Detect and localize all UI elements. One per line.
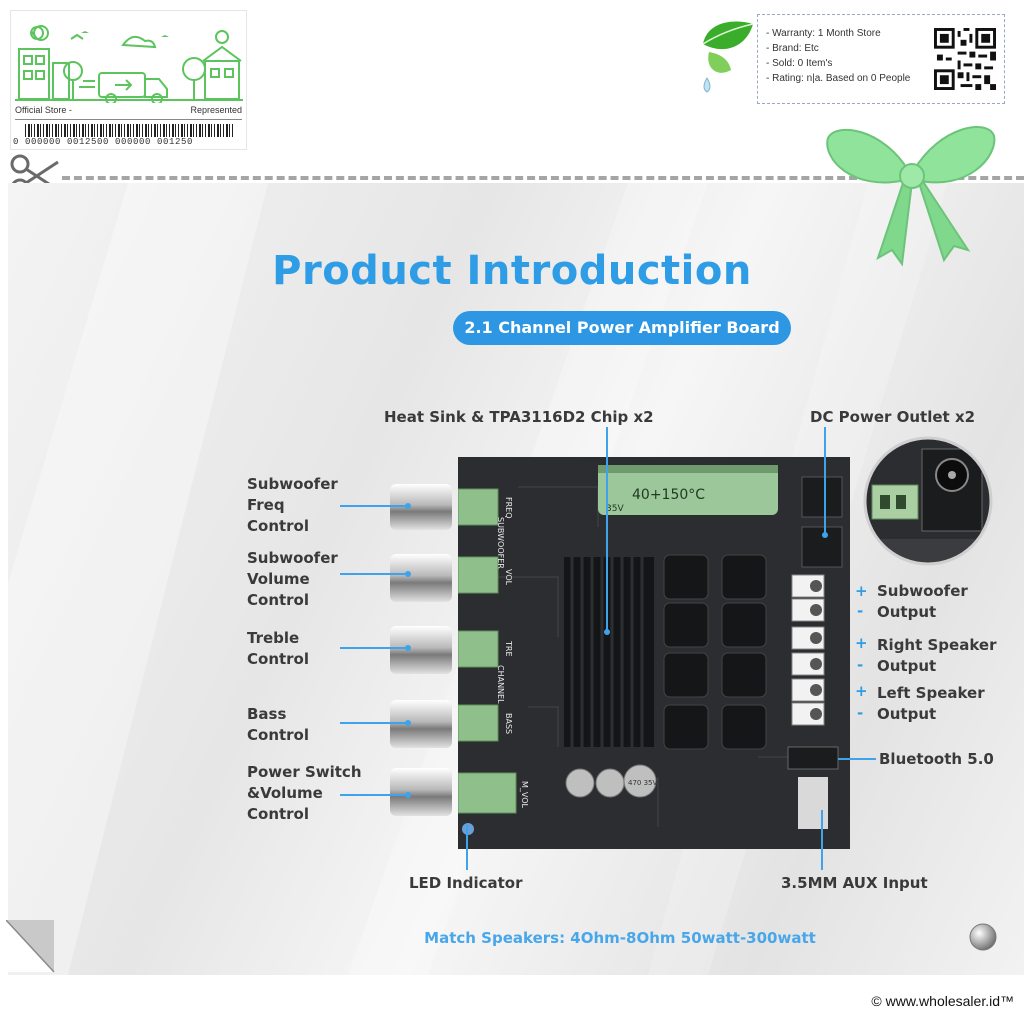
sub-volume-knob[interactable] — [390, 554, 452, 602]
right-out-line-1: Right Speaker — [877, 636, 997, 654]
sub-volume-label: Subwoofer Volume Control — [247, 548, 338, 611]
store-card: Official Store - Represented 0 000000 00… — [10, 10, 247, 150]
page-curl-icon — [6, 920, 55, 973]
power-volume-label: Power Switch &Volume Control — [247, 762, 362, 825]
qr-code — [934, 28, 996, 90]
treble-knob[interactable] — [390, 626, 452, 674]
right-speaker-output-label: Right Speaker Output — [877, 635, 996, 677]
amplifier-board: 40+150°C 35V 470 35V — [457, 457, 850, 849]
ribbon-bow-icon — [826, 126, 996, 267]
sub-freq-line-1: Subwoofer — [247, 475, 338, 493]
silk-tre: TRE — [504, 640, 513, 657]
polarity-plus-2: + — [855, 634, 868, 652]
leaf-icon — [702, 21, 754, 93]
treble-label: Treble Control — [247, 628, 309, 670]
page-title: Product Introduction — [272, 248, 752, 294]
copyright-text: © www.wholesaler.id™ — [871, 993, 1014, 1009]
led-indicator-label: LED Indicator — [409, 874, 523, 892]
cut-line — [62, 176, 1024, 180]
sub-freq-line-3: Control — [247, 517, 310, 535]
bass-label: Bass Control — [247, 704, 309, 746]
power-vol-line-1: Power Switch — [247, 763, 362, 781]
store-illustration — [15, 25, 243, 103]
polarity-minus-1: - — [857, 602, 864, 620]
store-type-label: Official Store - — [15, 105, 72, 115]
silk-channel: CHANNEL — [496, 665, 505, 704]
barcode — [25, 124, 235, 137]
bass-line-1: Bass — [247, 705, 287, 723]
aux-input-label: 3.5MM AUX Input — [781, 874, 928, 892]
left-out-line-2: Output — [877, 705, 937, 723]
barcode-number: 0 000000 0012500 000000 001250 — [13, 137, 194, 147]
board-graphic: 40+150°C 35V 470 35V — [457, 457, 850, 849]
sold-text: - Sold: 0 Item's — [766, 58, 833, 69]
treble-line-2: Control — [247, 650, 310, 668]
small-cap-text: 470 35V — [628, 779, 657, 787]
warranty-text: - Warranty: 1 Month Store — [766, 28, 881, 39]
power-vol-line-2: &Volume — [247, 784, 323, 802]
heat-sink-label: Heat Sink & TPA3116D2 Chip x2 — [384, 408, 654, 426]
sub-freq-knob[interactable] — [390, 484, 452, 530]
dc-power-label: DC Power Outlet x2 — [810, 408, 976, 426]
left-out-line-1: Left Speaker — [877, 684, 985, 702]
speaker-match-note: Match Speakers: 4Ohm-8Ohm 50watt-300watt — [424, 929, 816, 947]
silk-m-vol: M_VOL — [520, 781, 529, 809]
bass-line-2: Control — [247, 726, 310, 744]
sub-freq-label: Subwoofer Freq Control — [247, 474, 338, 537]
treble-line-1: Treble — [247, 629, 300, 647]
polarity-plus-3: + — [855, 682, 868, 700]
subtitle-pill: 2.1 Channel Power Amplifier Board — [453, 311, 791, 345]
silk-freq: FREQ — [504, 497, 513, 519]
sub-out-line-2: Output — [877, 603, 937, 621]
rating-text: - Rating: n|a. Based on 0 People — [766, 73, 911, 84]
sub-freq-line-2: Freq — [247, 496, 285, 514]
silk-bass: BASS — [504, 713, 513, 734]
power-vol-line-3: Control — [247, 805, 310, 823]
silk-vol: VOL — [504, 569, 513, 586]
left-speaker-output-label: Left Speaker Output — [877, 683, 985, 725]
divider — [15, 119, 242, 120]
knobs — [390, 484, 452, 816]
power-volume-knob[interactable] — [390, 768, 452, 816]
polarity-plus-1: + — [855, 582, 868, 600]
brand-text: - Brand: Etc — [766, 43, 819, 54]
sub-vol-line-2: Volume — [247, 570, 310, 588]
sub-out-line-1: Subwoofer — [877, 582, 968, 600]
bluetooth-label: Bluetooth 5.0 — [879, 750, 994, 768]
right-out-line-2: Output — [877, 657, 937, 675]
polarity-minus-2: - — [857, 656, 864, 674]
capacitor-voltage: 35V — [606, 504, 624, 514]
sub-vol-line-1: Subwoofer — [247, 549, 338, 567]
capacitor-text: 40+150°C — [632, 487, 705, 503]
store-represented-label: Represented — [190, 105, 242, 115]
bass-knob[interactable] — [390, 700, 452, 748]
silk-subwoofer: SUBWOOFER — [496, 517, 505, 569]
polarity-minus-3: - — [857, 704, 864, 722]
dc-power-zoom — [863, 436, 993, 566]
sub-vol-line-3: Control — [247, 591, 310, 609]
pin-icon — [969, 923, 997, 951]
subwoofer-output-label: Subwoofer Output — [877, 581, 968, 623]
